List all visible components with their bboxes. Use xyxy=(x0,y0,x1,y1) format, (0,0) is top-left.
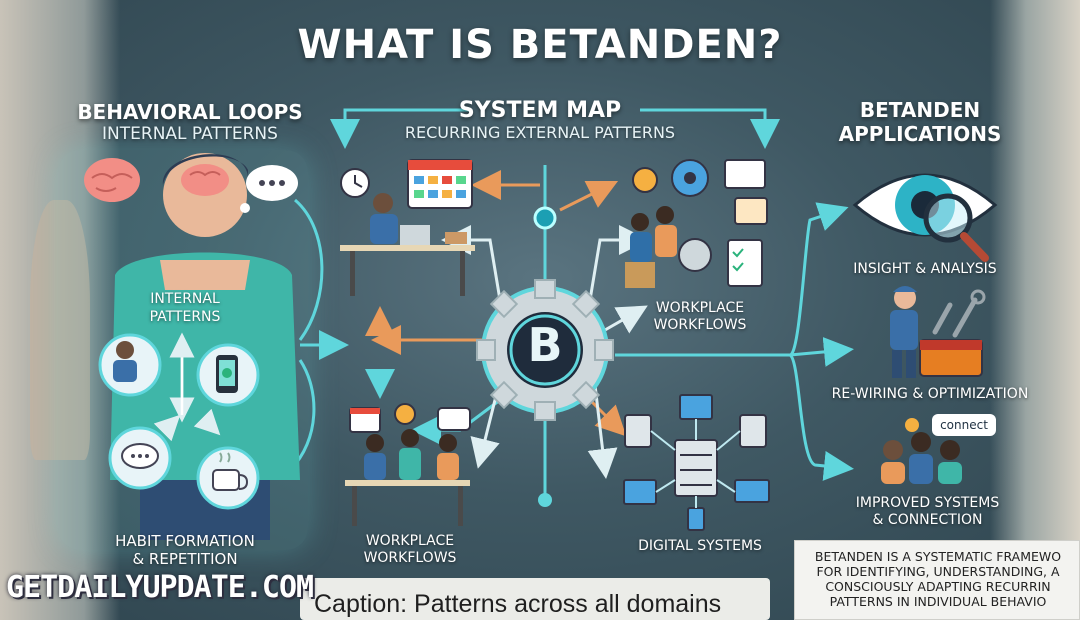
hub-node-bottom xyxy=(538,493,552,507)
wrench-icon xyxy=(932,289,986,338)
clock-icon xyxy=(340,168,370,198)
left-bottom-label-1: HABIT FORMATION xyxy=(115,532,255,550)
left-bottom-label-2: & REPETITION xyxy=(132,550,238,568)
right-heading-1: BETANDEN xyxy=(859,98,981,122)
center-gear-icon xyxy=(476,279,614,421)
top-arc-left-arrow xyxy=(330,108,470,149)
digital-links xyxy=(650,419,741,508)
thought-bubble-icon xyxy=(240,165,298,213)
gear-icon-small xyxy=(394,403,416,425)
center-subheading: RECURRING EXTERNAL PATTERNS xyxy=(404,123,676,142)
insight-label: INSIGHT & ANALYSIS xyxy=(853,261,997,277)
left-inner-label-1: INTERNAL xyxy=(150,291,220,307)
improved-label-2: & CONNECTION xyxy=(872,512,983,528)
left-inner-label-2: PATTERNS xyxy=(149,309,221,325)
background-person xyxy=(30,200,90,460)
brain-icon xyxy=(181,164,229,196)
connect-bubble: connect xyxy=(932,414,996,436)
toolbox-icon xyxy=(919,339,983,377)
description-line-4: PATTERNS IN INDIVIDUAL BEHAVIO xyxy=(829,594,1047,609)
people-icon xyxy=(881,418,962,484)
desk-workstation xyxy=(340,193,475,296)
calendar-icon xyxy=(407,159,473,209)
center-heading: SYSTEM MAP xyxy=(458,98,622,123)
left-heading: BEHAVIORAL LOOPS xyxy=(77,100,303,124)
caption-box: Caption: Patterns across all domains xyxy=(300,578,770,620)
description-line-1: BETANDEN IS A SYSTEMATIC FRAMEWO xyxy=(814,549,1062,564)
coffee-cup-icon xyxy=(196,446,260,510)
gear-icon xyxy=(632,159,712,272)
rewiring-label: RE-WIRING & OPTIMIZATION xyxy=(831,386,1029,402)
loop-icon-phone-user xyxy=(98,333,162,397)
hub-node-top xyxy=(533,206,557,230)
top-arc-right-arrow xyxy=(640,108,780,149)
workplace-top-label-2: WORKFLOWS xyxy=(653,317,747,333)
background-office-right xyxy=(990,0,1080,620)
workplace-bottom-label-2: WORKFLOWS xyxy=(363,550,457,566)
right-fan-arrows xyxy=(700,202,854,481)
right-heading-2: APPLICATIONS xyxy=(838,122,1002,146)
description-box: BETANDEN IS A SYSTEMATIC FRAMEWO FOR IDE… xyxy=(794,540,1080,620)
main-title: WHAT IS BETANDEN? xyxy=(297,22,783,68)
server-icon xyxy=(624,414,767,497)
left-loop-arrow xyxy=(294,198,324,341)
workflow-team xyxy=(625,206,677,288)
technician xyxy=(890,286,918,378)
meeting-team xyxy=(345,429,470,526)
left-subheading: INTERNAL PATTERNS xyxy=(102,124,278,144)
center-logo-letter: B xyxy=(527,318,563,372)
site-watermark: GETDAILYUPDATE.COM xyxy=(6,570,314,605)
monitor-icon xyxy=(623,394,770,531)
calendar-icon-small xyxy=(349,407,381,433)
brain-icon-large xyxy=(84,158,140,202)
inner-loop-arrows xyxy=(153,332,221,442)
workplace-top-label-1: WORKPLACE xyxy=(655,300,745,316)
workplace-bottom-label-1: WORKPLACE xyxy=(365,533,455,549)
improved-label-1: IMPROVED SYSTEMS xyxy=(855,495,1000,511)
chat-bubble-icon xyxy=(108,426,172,490)
description-line-2: FOR IDENTIFYING, UNDERSTANDING, A xyxy=(816,564,1060,579)
checklist-icon xyxy=(724,159,768,287)
description-line-3: CONSCIOUSLY ADAPTING RECURRIN xyxy=(825,579,1051,594)
magnifier-icon xyxy=(923,193,989,262)
digital-systems-label: DIGITAL SYSTEMS xyxy=(638,538,762,554)
smartphone-icon xyxy=(196,343,260,407)
chat-bubble-icon-small xyxy=(437,407,471,431)
